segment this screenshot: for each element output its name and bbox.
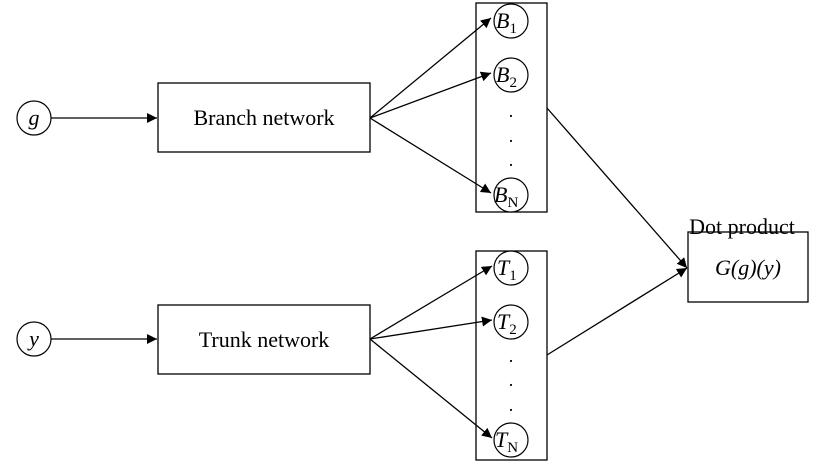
trunk-ellipsis-1: . bbox=[509, 346, 514, 366]
t2-symbol: T bbox=[497, 309, 511, 334]
input-y-label: y bbox=[27, 326, 39, 351]
trunk-network-label: Trunk network bbox=[199, 327, 330, 352]
t1-symbol: T bbox=[497, 255, 511, 280]
arrow-trunk-to-tn bbox=[369, 338, 493, 439]
svg-text:B2: B2 bbox=[496, 62, 517, 91]
arrow-branch-to-b2 bbox=[369, 71, 492, 119]
branch-network-label: Branch network bbox=[193, 105, 334, 130]
svg-text:BN: BN bbox=[494, 182, 518, 211]
b2-symbol: B bbox=[496, 62, 509, 87]
arrow-branch-column-to-dot-product bbox=[546, 107, 688, 269]
svg-text:T2: T2 bbox=[497, 309, 517, 338]
tn-symbol: T bbox=[495, 427, 509, 452]
svg-text:T1: T1 bbox=[497, 255, 517, 284]
arrow-trunk-to-t2 bbox=[369, 316, 493, 340]
bn-symbol: B bbox=[494, 182, 507, 207]
arrow-trunk-column-to-dot-product bbox=[546, 267, 688, 356]
trunk-output-tn: TN bbox=[493, 422, 529, 458]
t2-subscript: 2 bbox=[509, 322, 517, 338]
trunk-output-t1: T1 bbox=[493, 250, 529, 286]
branch-network-box: Branch network bbox=[157, 82, 371, 153]
b1-subscript: 1 bbox=[509, 21, 517, 37]
trunk-ellipsis-3: . bbox=[509, 395, 514, 415]
svg-text:B1: B1 bbox=[496, 8, 517, 37]
tn-subscript: N bbox=[507, 440, 518, 456]
input-y-node: y bbox=[16, 321, 52, 357]
branch-ellipsis-2: . bbox=[509, 126, 514, 146]
branch-output-b2: B2 bbox=[493, 57, 529, 93]
dot-product-box: Dot product G(g)(y) bbox=[687, 214, 809, 303]
dot-product-expression: G(g)(y) bbox=[715, 255, 781, 280]
trunk-network-box: Trunk network bbox=[157, 304, 371, 375]
branch-output-bn: BN bbox=[493, 177, 529, 213]
t1-subscript: 1 bbox=[509, 268, 517, 284]
trunk-output-t2: T2 bbox=[493, 304, 529, 340]
trunk-ellipsis-2: . bbox=[509, 370, 514, 390]
input-g-label: g bbox=[29, 105, 40, 130]
dot-product-caption: Dot product bbox=[689, 214, 795, 239]
branch-ellipsis-3: . bbox=[509, 150, 514, 170]
input-g-node: g bbox=[16, 100, 52, 136]
svg-text:TN: TN bbox=[495, 427, 518, 456]
arrow-branch-to-b1 bbox=[369, 17, 492, 119]
arrow-trunk-to-t1 bbox=[369, 265, 493, 340]
b1-symbol: B bbox=[496, 8, 509, 33]
arrow-branch-to-bn bbox=[369, 117, 492, 194]
b2-subscript: 2 bbox=[509, 75, 517, 91]
branch-ellipsis-1: . bbox=[509, 101, 514, 121]
bn-subscript: N bbox=[507, 195, 518, 211]
branch-output-b1: B1 bbox=[493, 3, 529, 39]
